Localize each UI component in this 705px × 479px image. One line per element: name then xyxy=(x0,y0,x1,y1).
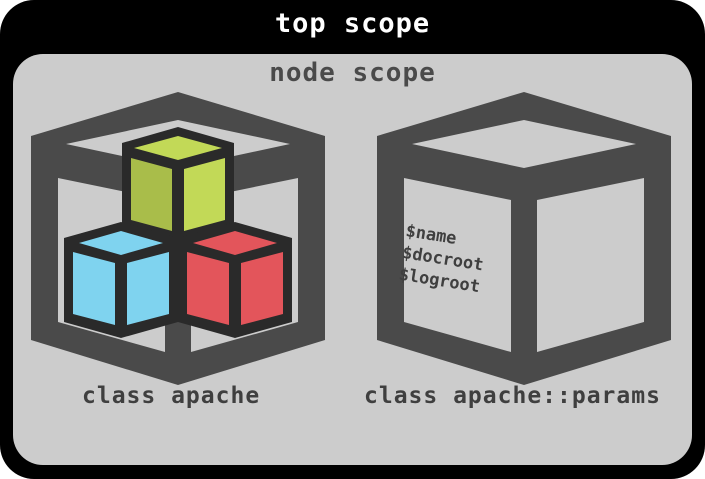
class-apache-label: class apache xyxy=(82,383,261,409)
red-block-icon xyxy=(178,222,292,338)
node-scope-title: node scope xyxy=(269,58,436,88)
top-scope-title: top scope xyxy=(274,8,431,39)
blue-block-icon xyxy=(64,222,178,338)
params-cube-icon xyxy=(377,92,671,385)
green-block-icon xyxy=(122,127,234,248)
class-apache-params-label: class apache::params xyxy=(364,383,661,409)
apache-blocks-icon xyxy=(64,127,292,338)
